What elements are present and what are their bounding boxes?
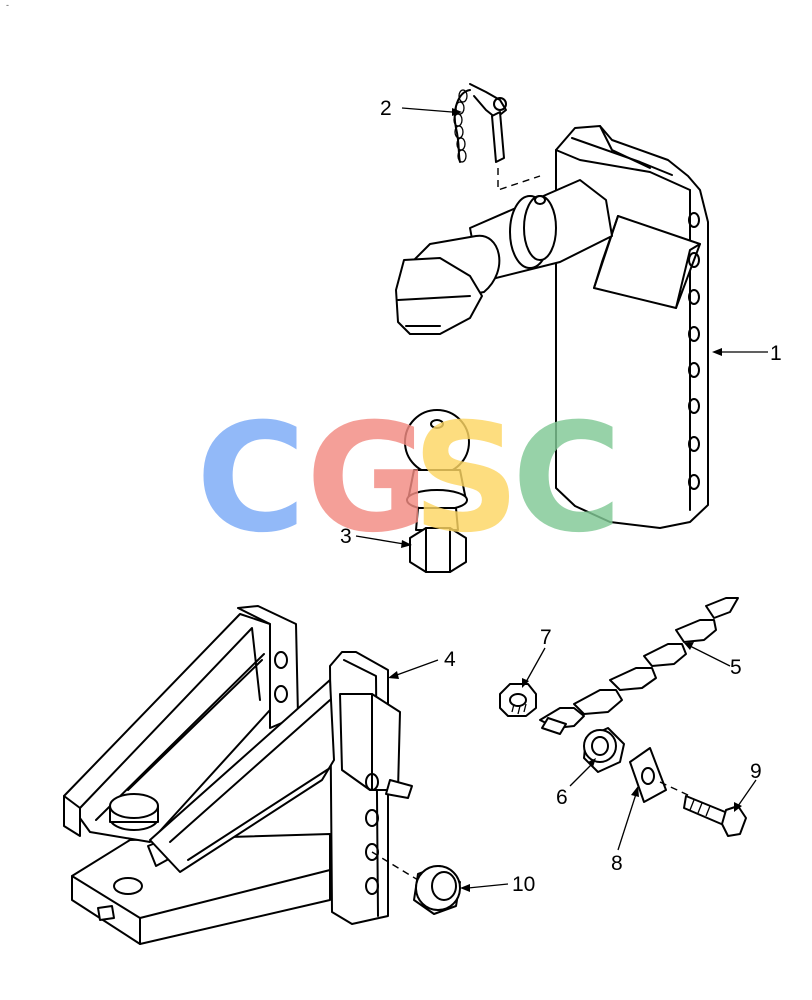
- watermark-letter-2: G: [306, 392, 429, 566]
- bracket-holes: [365, 773, 379, 895]
- callout-numbers: 2 1 3 4 5 7 6 8 9 10: [340, 97, 782, 896]
- callout-10: 10: [512, 873, 535, 896]
- leader-lines: [355, 107, 768, 892]
- part-5-safety-chain: [539, 597, 739, 735]
- watermark-letter-4: C: [512, 392, 622, 566]
- part-4-mounting-bracket: [63, 605, 413, 945]
- callout-1: 1: [770, 342, 782, 365]
- cgsc-watermark: C G S C: [196, 392, 622, 566]
- part-3-hitch-ball: [404, 409, 470, 573]
- watermark-letter-3: S: [412, 392, 520, 566]
- part-2-pin-with-chain: [453, 83, 541, 191]
- part-1-drawbar-hanger: [395, 125, 709, 529]
- callout-6: 6: [556, 786, 568, 809]
- callout-7: 7: [540, 626, 552, 649]
- part-8-square-washer: [629, 747, 691, 803]
- callout-4: 4: [444, 648, 456, 671]
- part-7-nut: [499, 683, 537, 717]
- callout-9: 9: [750, 760, 762, 783]
- callout-5: 5: [730, 656, 742, 679]
- part-9-bolt: [683, 795, 747, 837]
- part-6-bushing: [583, 727, 625, 773]
- callout-2: 2: [380, 97, 392, 120]
- part-10-spacer: [371, 851, 461, 915]
- callout-3: 3: [340, 525, 352, 548]
- callout-8: 8: [611, 852, 623, 875]
- corner-mark: -: [6, 0, 9, 10]
- watermark-letter-1: C: [196, 392, 306, 566]
- hanger-holes: [688, 212, 700, 490]
